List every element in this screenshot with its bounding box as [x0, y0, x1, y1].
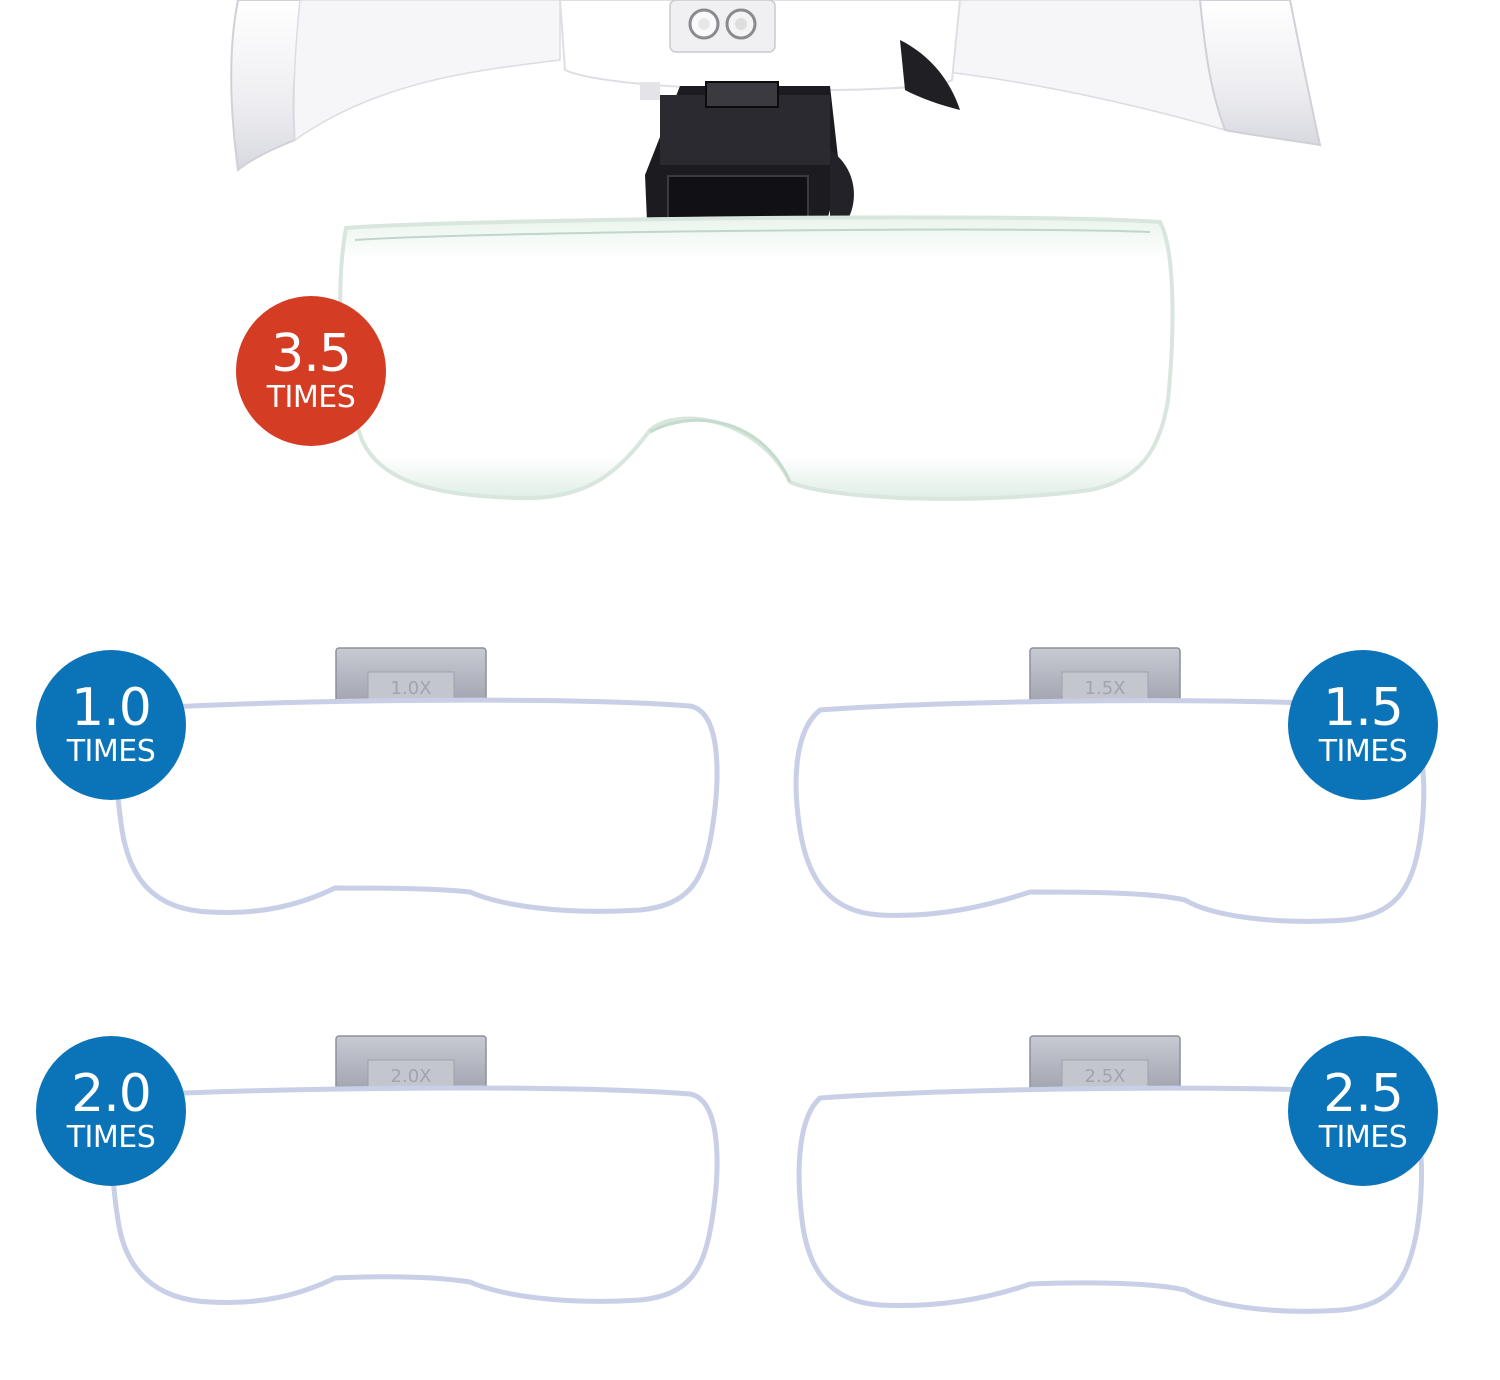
lens-tab-label: 1.5X	[1085, 678, 1126, 699]
badge-unit: TIMES	[1318, 734, 1408, 769]
badge-value: 2.5	[1323, 1064, 1404, 1124]
lens-tab-label: 2.5X	[1085, 1066, 1126, 1087]
lens-bracket	[645, 81, 854, 245]
badge-value: 2.0	[71, 1064, 152, 1124]
magnification-badge-1-5: 1.5 TIMES	[1288, 650, 1438, 800]
magnification-badge-2-0: 2.0 TIMES	[36, 1036, 186, 1186]
badge-unit: TIMES	[1318, 1120, 1408, 1155]
lens-2-5x: 2.5X	[796, 1035, 1424, 1314]
headband	[230, 0, 1322, 172]
badge-unit: TIMES	[66, 1120, 156, 1155]
badge-value: 1.0	[71, 678, 152, 738]
lens-1-0x: 1.0X	[112, 647, 720, 915]
magnification-badge-3-5: 3.5 TIMES	[236, 296, 386, 446]
magnification-badge-1-0: 1.0 TIMES	[36, 650, 186, 800]
magnifier-lens-3-5x	[338, 215, 1175, 501]
badge-unit: TIMES	[266, 380, 356, 415]
magnification-badge-2-5: 2.5 TIMES	[1288, 1036, 1438, 1186]
badge-value: 3.5	[271, 324, 352, 384]
lens-2-0x: 2.0X	[109, 1035, 720, 1305]
led-housing	[558, 0, 962, 110]
badge-unit: TIMES	[66, 734, 156, 769]
lens-tab-label: 1.0X	[391, 678, 432, 699]
badge-value: 1.5	[1323, 678, 1404, 738]
lens-tab-label: 2.0X	[391, 1066, 432, 1087]
